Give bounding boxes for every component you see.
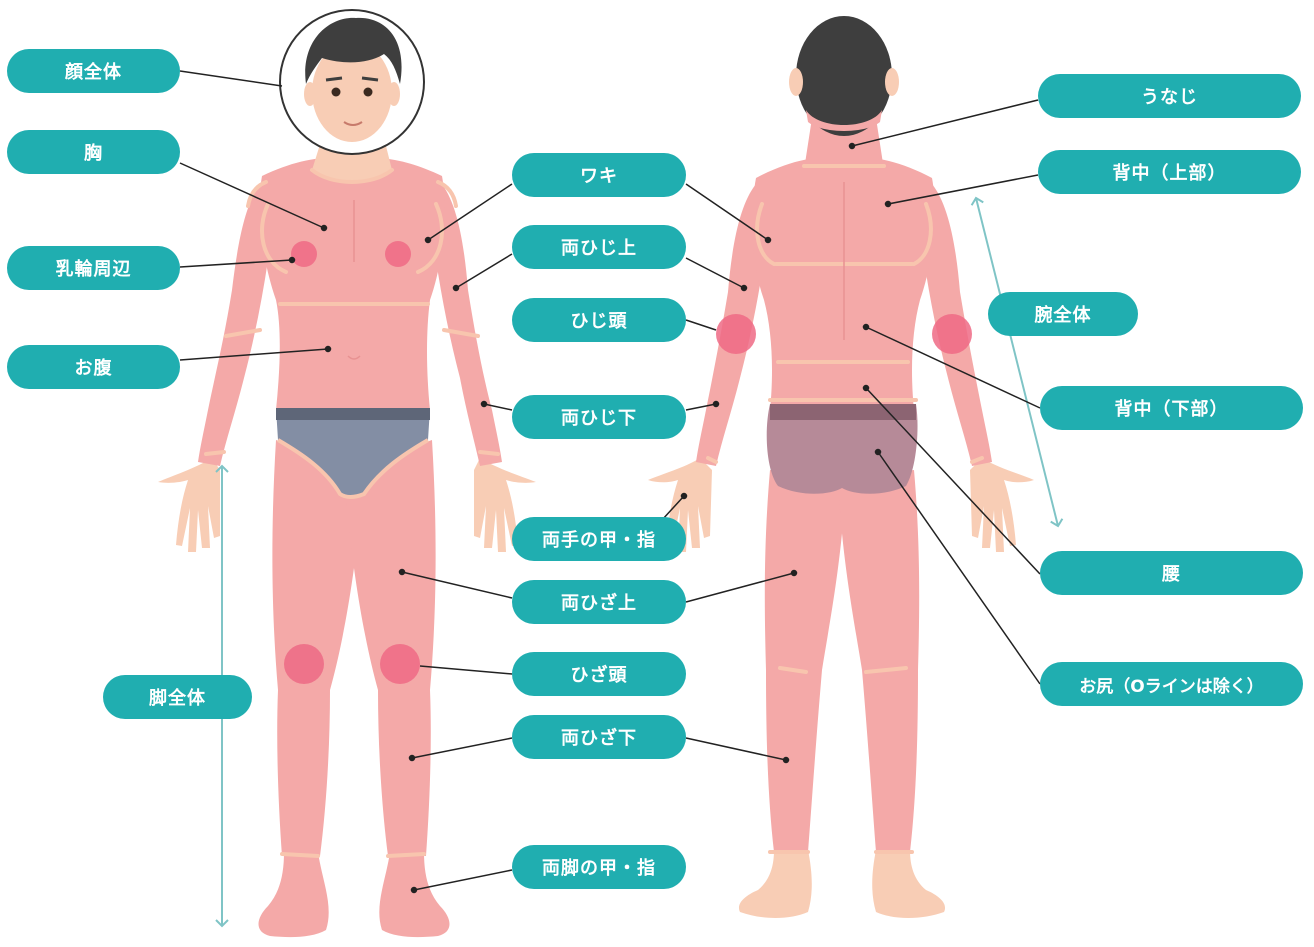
label-buttocks[interactable]: お尻（Oラインは除く） bbox=[1040, 662, 1303, 706]
label-armpit[interactable]: ワキ bbox=[512, 153, 686, 197]
front-left-hand bbox=[158, 458, 220, 552]
front-left-arm bbox=[198, 182, 268, 466]
back-left-leg bbox=[765, 470, 846, 852]
front-right-nipple-spot bbox=[385, 241, 411, 267]
label-thigh[interactable]: 両ひざ上 bbox=[512, 580, 686, 624]
back-right-foot bbox=[872, 850, 945, 918]
label-nape[interactable]: うなじ bbox=[1038, 74, 1301, 118]
label-arms[interactable]: 腕全体 bbox=[988, 292, 1138, 336]
label-lower-leg[interactable]: 両ひざ下 bbox=[512, 715, 686, 759]
label-belly[interactable]: お腹 bbox=[7, 345, 180, 389]
back-left-foot bbox=[739, 850, 812, 918]
front-right-knee-spot bbox=[380, 644, 420, 684]
label-chest[interactable]: 胸 bbox=[7, 130, 180, 174]
front-torso bbox=[260, 158, 445, 410]
back-left-elbow-spot bbox=[716, 314, 756, 354]
label-upper-arm[interactable]: 両ひじ上 bbox=[512, 225, 686, 269]
back-right-hand bbox=[970, 458, 1034, 552]
front-left-knee-spot bbox=[284, 644, 324, 684]
front-right-foot bbox=[379, 852, 449, 937]
back-figure bbox=[648, 16, 1034, 918]
label-waist[interactable]: 腰 bbox=[1040, 551, 1303, 595]
front-right-arm bbox=[436, 182, 502, 466]
label-hands[interactable]: 両手の甲・指 bbox=[512, 517, 686, 561]
back-right-leg bbox=[838, 470, 919, 852]
label-lower-back[interactable]: 背中（下部） bbox=[1040, 386, 1303, 430]
back-head bbox=[789, 16, 899, 136]
label-knee[interactable]: ひざ頭 bbox=[512, 652, 686, 696]
front-left-nipple-spot bbox=[291, 241, 317, 267]
front-left-foot bbox=[259, 852, 329, 937]
label-feet[interactable]: 両脚の甲・指 bbox=[512, 845, 686, 889]
label-areola[interactable]: 乳輪周辺 bbox=[7, 246, 180, 290]
front-figure bbox=[158, 10, 536, 937]
label-forearm[interactable]: 両ひじ下 bbox=[512, 395, 686, 439]
back-right-elbow-spot bbox=[932, 314, 972, 354]
label-face[interactable]: 顔全体 bbox=[7, 49, 180, 93]
label-upper-back[interactable]: 背中（上部） bbox=[1038, 150, 1301, 194]
label-legs[interactable]: 脚全体 bbox=[103, 675, 252, 719]
label-elbow[interactable]: ひじ頭 bbox=[512, 298, 686, 342]
